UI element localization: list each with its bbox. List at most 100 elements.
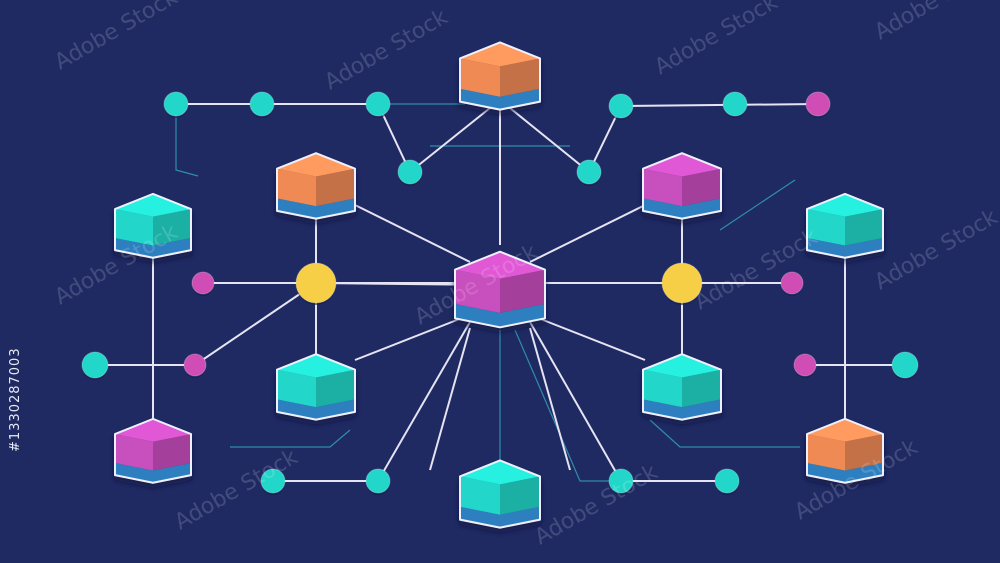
connector-line — [537, 317, 646, 361]
dot-node — [366, 469, 390, 493]
dot-outline — [365, 468, 391, 494]
cube-base — [460, 506, 540, 528]
dot-node — [366, 92, 390, 116]
cube-base — [115, 462, 191, 483]
cube-outline — [642, 353, 722, 421]
dot-outline — [295, 262, 337, 304]
connector-line — [377, 321, 471, 482]
connector-line — [529, 204, 646, 263]
cube-outline — [642, 152, 722, 220]
thin-connector-line — [649, 419, 800, 448]
connector-line — [429, 327, 471, 471]
cube-outline — [806, 192, 884, 259]
cube-left-face — [807, 209, 845, 246]
dot-outline — [722, 91, 748, 117]
cube-top-face — [807, 193, 883, 217]
watermark-text: Adobe Stock — [51, 0, 183, 75]
connector-line — [529, 321, 622, 482]
cube-left-face — [643, 168, 682, 207]
cube-base — [115, 237, 191, 258]
dot-node — [781, 272, 803, 294]
cube-node-mid-right — [642, 353, 722, 421]
cube-base — [643, 198, 721, 219]
cube-base — [277, 198, 355, 219]
cube-outline — [459, 41, 541, 111]
connector-line — [499, 99, 590, 173]
cube-left-face — [277, 369, 316, 408]
cube-node-mid-left — [276, 353, 356, 421]
connector-line — [354, 317, 463, 361]
watermark-text: Adobe Stock — [871, 0, 1000, 45]
dot-outline — [163, 91, 189, 117]
connector-line — [409, 99, 501, 173]
cube-top-face — [460, 42, 540, 67]
dot-node — [723, 92, 747, 116]
dot-outline — [608, 93, 634, 119]
connector-line — [620, 103, 819, 107]
dot-outline — [780, 271, 804, 295]
cube-top-face — [115, 193, 191, 217]
cube-outline — [276, 353, 356, 421]
cube-left-face — [807, 434, 845, 471]
watermark-text: Adobe Stock — [651, 0, 783, 80]
dot-node — [398, 160, 422, 184]
dot-node — [715, 469, 739, 493]
dot-node — [806, 92, 830, 116]
dot-node — [250, 92, 274, 116]
cube-top-face — [643, 354, 721, 378]
dot-outline — [183, 353, 207, 377]
dot-outline — [397, 159, 423, 185]
dot-outline — [608, 468, 634, 494]
cube-top-face — [115, 418, 191, 442]
cube-base — [807, 462, 883, 483]
dot-outline — [260, 468, 286, 494]
cube-top-face — [643, 153, 721, 177]
dot-outline — [249, 91, 275, 117]
dot-node — [261, 469, 285, 493]
cube-base — [807, 237, 883, 258]
cube-left-face — [460, 58, 500, 97]
cube-top-face — [460, 460, 540, 485]
cube-right-face — [500, 476, 540, 515]
cube-top-face — [277, 153, 355, 177]
cube-node-far-right — [806, 192, 884, 259]
cube-left-face — [115, 434, 153, 471]
cube-base — [277, 399, 355, 420]
cube-outline — [454, 250, 546, 329]
cube-outline — [459, 459, 541, 529]
watermark-text: Adobe Stock — [691, 225, 823, 316]
cube-left-face — [277, 168, 316, 207]
cube-right-face — [682, 168, 721, 207]
watermark-text: Adobe Stock — [531, 460, 663, 551]
cube-right-face — [500, 58, 540, 97]
cube-node-upper-left — [276, 152, 356, 220]
cube-node-top-center — [459, 41, 541, 111]
cube-node-hub — [454, 250, 546, 329]
dot-node — [164, 92, 188, 116]
thin-connector-line — [514, 329, 621, 482]
dot-outline — [661, 262, 703, 304]
cube-left-face — [115, 209, 153, 246]
cube-nodes — [114, 41, 884, 529]
thin-connector-line — [719, 179, 796, 231]
cube-outline — [114, 192, 192, 259]
dot-node — [296, 263, 336, 303]
cube-top-face — [807, 418, 883, 442]
cube-right-face — [682, 369, 721, 408]
thin-connector-line — [175, 104, 199, 177]
dot-outline — [81, 351, 109, 379]
cube-left-face — [455, 269, 500, 313]
dot-node — [609, 469, 633, 493]
connector-line — [354, 204, 471, 263]
cube-outline — [276, 152, 356, 220]
thin-connector-line — [230, 429, 351, 448]
cube-right-face — [845, 209, 883, 246]
dot-node — [577, 160, 601, 184]
dot-node — [184, 354, 206, 376]
dot-outline — [191, 271, 215, 295]
cube-outline — [114, 417, 192, 484]
cube-base — [455, 303, 545, 328]
dot-node — [192, 272, 214, 294]
cube-top-face — [277, 354, 355, 378]
watermark-text: Adobe Stock — [321, 5, 453, 96]
